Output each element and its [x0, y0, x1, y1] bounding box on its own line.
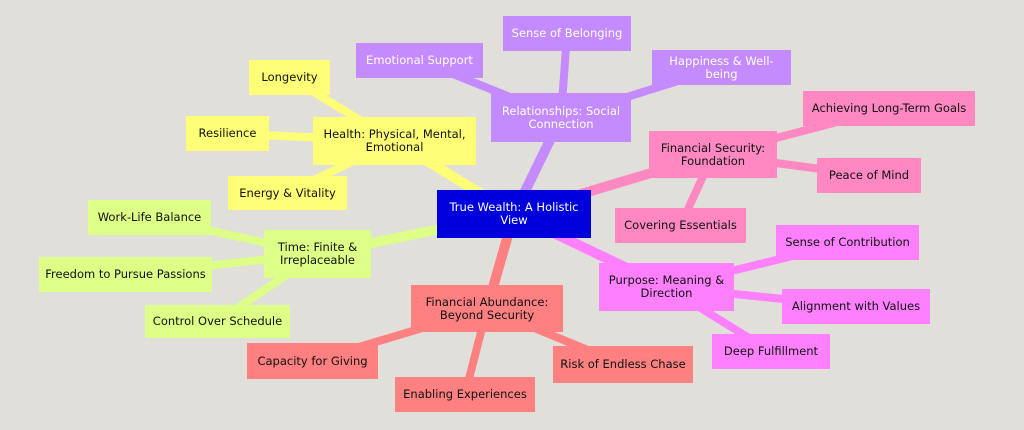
leaf-node-relationships[interactable]: Sense of Belonging: [503, 16, 631, 51]
root-node-label: True Wealth: A Holistic View: [449, 200, 579, 227]
leaf-node-security[interactable]: Achieving Long-Term Goals: [803, 91, 975, 126]
leaf-node-abundance-label: Risk of Endless Chase: [560, 357, 686, 371]
leaf-node-time-label: Control Over Schedule: [152, 314, 283, 328]
leaf-node-purpose-label: Sense of Contribution: [785, 235, 910, 249]
branch-node-time[interactable]: Time: Finite & Irreplaceable: [264, 230, 371, 278]
leaf-node-security-label: Covering Essentials: [624, 218, 737, 232]
leaf-node-time[interactable]: Freedom to Pursue Passions: [39, 257, 212, 292]
branch-node-purpose[interactable]: Purpose: Meaning & Direction: [599, 263, 734, 311]
root-node[interactable]: True Wealth: A Holistic View: [437, 190, 591, 238]
leaf-node-purpose[interactable]: Sense of Contribution: [776, 225, 919, 260]
leaf-node-security-label: Peace of Mind: [828, 168, 910, 182]
leaf-node-purpose[interactable]: Deep Fulfillment: [712, 334, 830, 369]
branch-node-purpose-label: Purpose: Meaning & Direction: [608, 273, 725, 300]
leaf-node-purpose-label: Alignment with Values: [791, 299, 921, 313]
leaf-node-health-label: Longevity: [261, 70, 318, 84]
leaf-node-abundance[interactable]: Risk of Endless Chase: [553, 346, 693, 383]
branch-node-security-label: Financial Security: Foundation: [660, 140, 766, 168]
branch-node-relationships-label: Relationships: Social Connection: [501, 103, 621, 131]
leaf-node-relationships[interactable]: Emotional Support: [356, 43, 483, 78]
leaf-node-abundance-label: Capacity for Giving: [257, 353, 368, 368]
branch-node-time-label: Time: Finite & Irreplaceable: [277, 240, 358, 267]
branch-node-security[interactable]: Financial Security: Foundation: [649, 131, 777, 178]
branch-node-abundance[interactable]: Financial Abundance: Beyond Security: [411, 285, 563, 332]
leaf-node-time[interactable]: Control Over Schedule: [145, 305, 290, 338]
leaf-node-purpose[interactable]: Alignment with Values: [782, 289, 930, 324]
leaf-node-abundance[interactable]: Capacity for Giving: [247, 343, 378, 379]
leaf-node-health[interactable]: Longevity: [249, 60, 330, 95]
leaf-node-time[interactable]: Work-Life Balance: [88, 200, 211, 235]
leaf-node-health-label: Resilience: [198, 126, 257, 140]
leaf-node-time-label: Work-Life Balance: [97, 210, 202, 224]
leaf-node-relationships-label: Sense of Belonging: [511, 26, 623, 40]
leaf-node-relationships[interactable]: Happiness & Well-being: [652, 50, 791, 85]
leaf-node-relationships-label: Happiness & Well-being: [669, 53, 774, 81]
leaf-node-health-label: Energy & Vitality: [239, 185, 336, 200]
leaf-node-security[interactable]: Peace of Mind: [817, 158, 921, 193]
leaf-node-security[interactable]: Covering Essentials: [615, 208, 746, 243]
branch-node-abundance-label: Financial Abundance: Beyond Security: [425, 294, 549, 322]
leaf-node-health[interactable]: Energy & Vitality: [228, 176, 347, 210]
branch-node-health[interactable]: Health: Physical, Mental, Emotional: [313, 117, 476, 165]
leaf-node-security-label: Achieving Long-Term Goals: [811, 101, 967, 115]
branch-node-health-label: Health: Physical, Mental, Emotional: [323, 127, 466, 154]
branch-node-relationships[interactable]: Relationships: Social Connection: [491, 93, 631, 142]
leaf-node-relationships-label: Emotional Support: [366, 53, 473, 67]
leaf-node-health[interactable]: Resilience: [186, 116, 269, 151]
leaf-node-time-label: Freedom to Pursue Passions: [45, 267, 206, 281]
leaf-node-purpose-label: Deep Fulfillment: [723, 344, 819, 358]
leaf-node-abundance-label: Enabling Experiences: [403, 387, 527, 401]
leaf-node-abundance[interactable]: Enabling Experiences: [395, 377, 535, 412]
